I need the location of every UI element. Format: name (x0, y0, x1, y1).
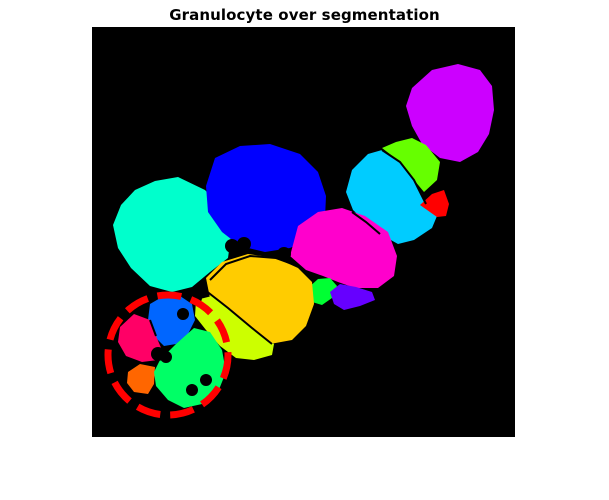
segment-spring-green (154, 328, 226, 408)
segment-lime (382, 138, 440, 192)
segment-mint (113, 177, 231, 292)
segment-green (308, 278, 337, 305)
highlight-circle (104, 291, 232, 419)
segment-red (420, 190, 449, 217)
segment-purple (406, 64, 494, 162)
segment-pink (118, 314, 162, 362)
segment-yellow-green (195, 296, 274, 360)
segment-violet (330, 284, 375, 310)
figure-title: Granulocyte over segmentation (169, 6, 440, 24)
segment-orange-yellow (206, 254, 314, 344)
segment-blue (206, 144, 326, 252)
segment-magenta (290, 208, 397, 288)
segment-orange (127, 364, 155, 394)
